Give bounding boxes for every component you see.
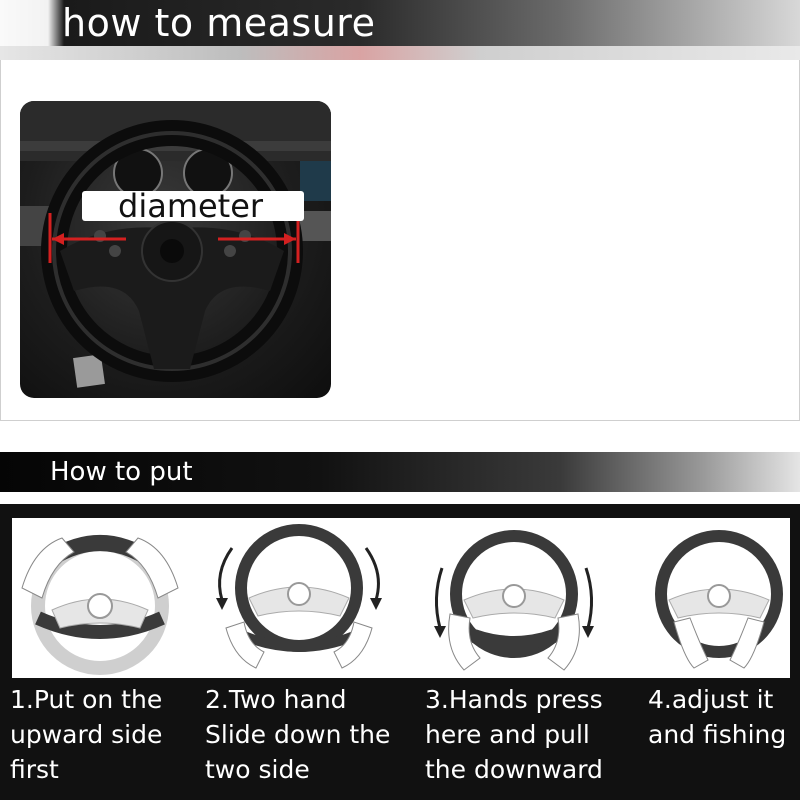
steering-wheel-photo: diameter — [20, 101, 331, 398]
measure-title: how to measure — [62, 1, 376, 45]
put-title: How to put — [50, 457, 193, 487]
step-2-illustration — [216, 524, 382, 669]
diameter-label: diameter — [118, 187, 264, 225]
step-3-illustration — [434, 530, 594, 671]
step-1-illustration — [21, 535, 179, 675]
step-4-text: 4.adjust it and fishing — [648, 685, 787, 749]
step-2-text: 2.Two hand Slide down the two side — [205, 685, 391, 784]
measure-header-banner: how to measure — [0, 0, 800, 46]
put-header-banner: How to put — [0, 452, 800, 492]
steering-wheel-illustration — [20, 101, 331, 388]
diameter-label-background — [82, 191, 304, 221]
steps-panel: 1.Put on the upward side first 2.Two han… — [0, 504, 800, 800]
put-header-gap — [0, 492, 800, 504]
measure-header-strip — [0, 46, 800, 60]
step-1-text: 1.Put on the upward side first — [10, 685, 163, 784]
steps-illustrations — [12, 518, 790, 678]
step-4-illustration — [655, 530, 783, 669]
step-3-text: 3.Hands press here and pull the downward — [425, 685, 603, 784]
